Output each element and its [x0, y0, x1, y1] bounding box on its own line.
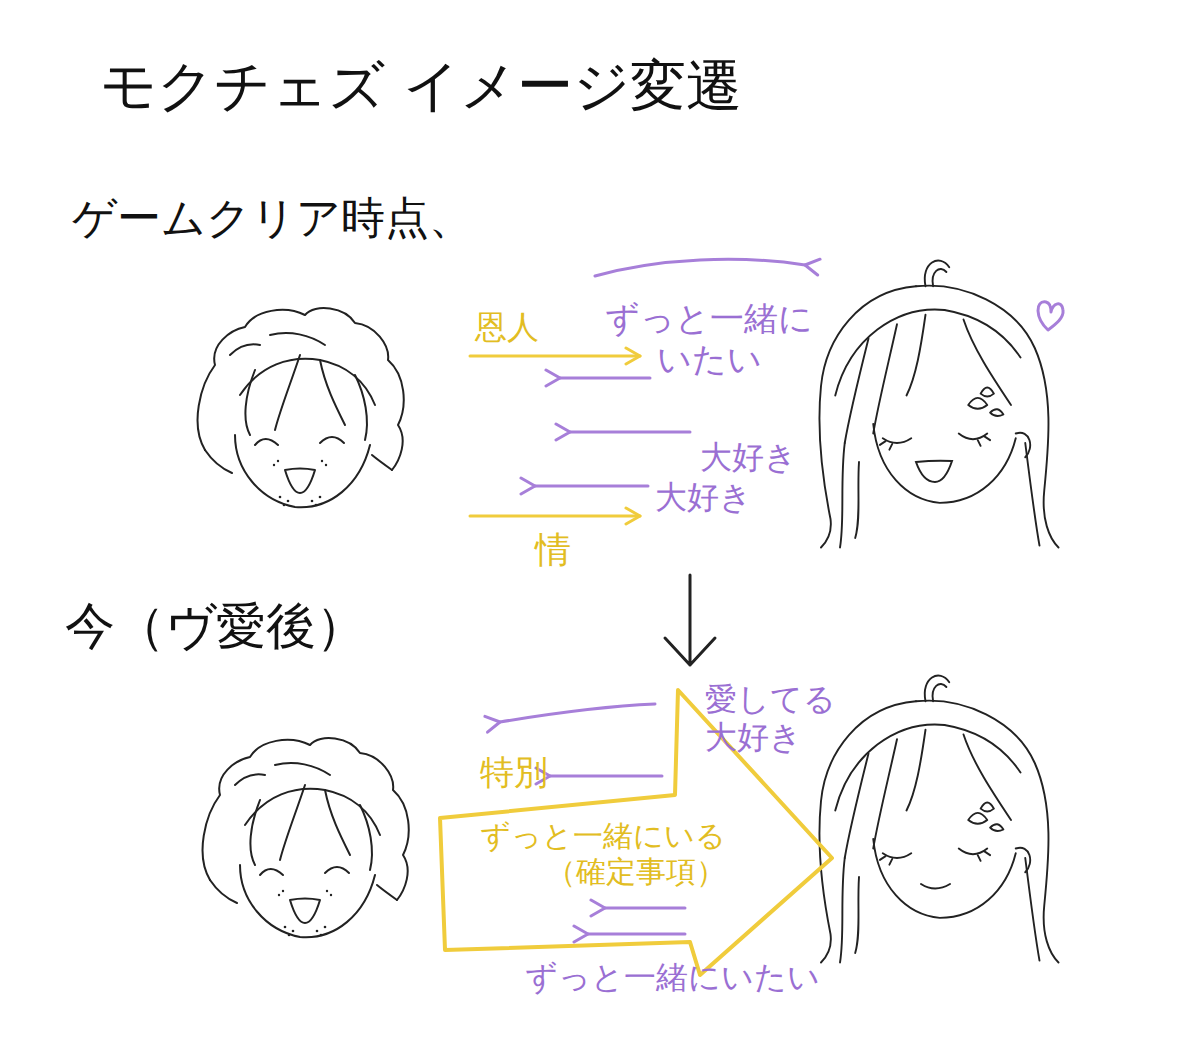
title: モクチェズ イメージ変遷	[100, 52, 742, 119]
feeling-label: ずっと一緒に いたい	[605, 298, 813, 380]
feeling-label: 大好き	[655, 478, 752, 516]
node-text: ずっと一緒にいる （確定事項）	[480, 818, 726, 890]
feeling-label: 愛してる 大好き	[705, 680, 836, 757]
feeling-label: ずっと一緒にいたい	[525, 958, 820, 996]
section-heading: ゲームクリア時点、	[72, 192, 473, 245]
feeling-label: 大好き	[700, 438, 797, 476]
section-heading: 今（ヴ愛後）	[65, 596, 366, 656]
feeling-label: 恩人	[475, 308, 539, 346]
node-text: 特別	[480, 752, 548, 793]
feeling-label: 情	[535, 528, 571, 571]
